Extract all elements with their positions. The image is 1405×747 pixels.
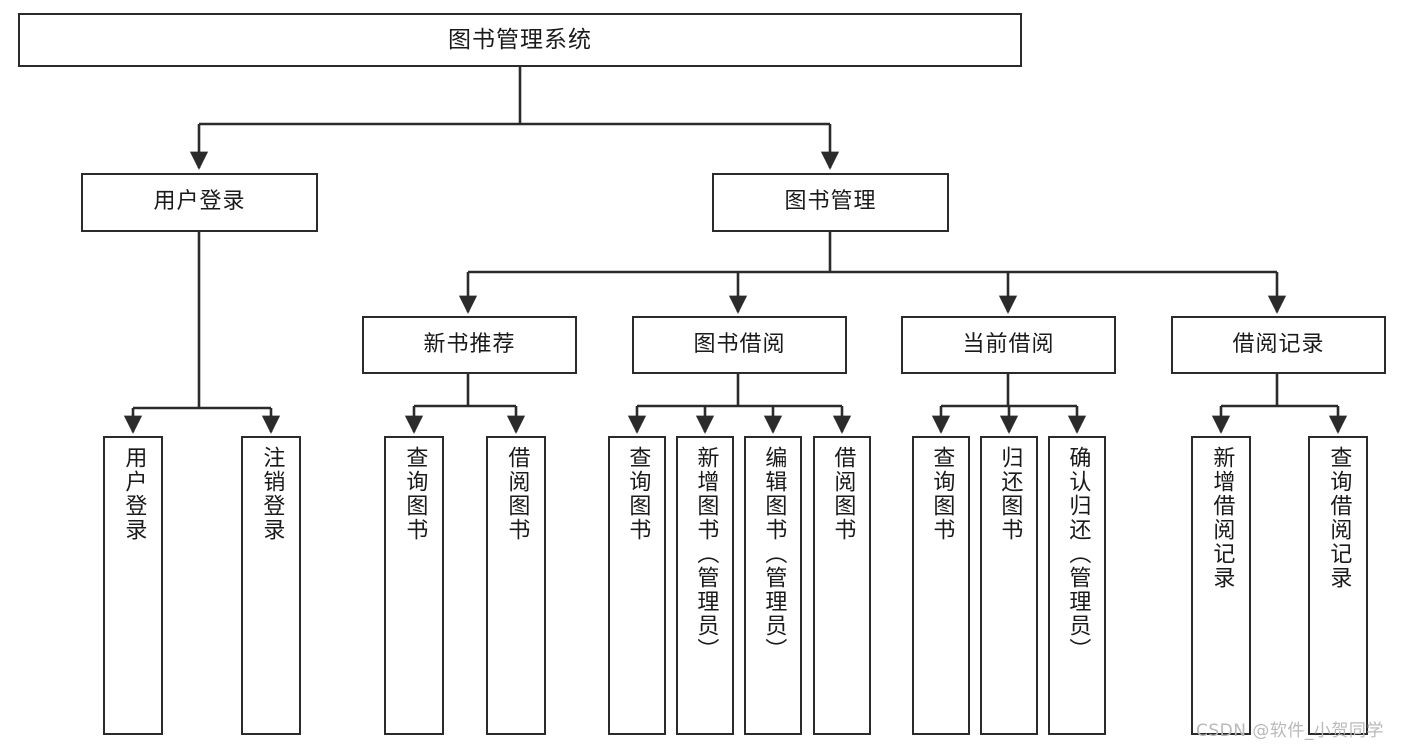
node-current-borrow[interactable]: 当前借阅 <box>901 316 1116 374</box>
node-label: 新增图书（管理员） <box>693 446 719 662</box>
node-root-system[interactable]: 图书管理系统 <box>18 13 1022 67</box>
leaf-borrow-query-book[interactable]: 查询图书 <box>608 436 666 735</box>
node-book-management[interactable]: 图书管理 <box>712 173 949 232</box>
node-label: 查询图书 <box>402 446 428 542</box>
leaf-current-return-book[interactable]: 归还图书 <box>980 436 1038 735</box>
node-label: 查询图书 <box>929 446 955 542</box>
node-label: 图书管理 <box>784 189 877 215</box>
node-new-book-recommend[interactable]: 新书推荐 <box>362 316 577 374</box>
leaf-borrow-borrow-book[interactable]: 借阅图书 <box>813 436 871 735</box>
csdn-watermark: CSDN @软件_小贺同学 <box>1196 721 1384 741</box>
node-label: 确认归还（管理员） <box>1065 446 1091 662</box>
leaf-record-query-borrow-record[interactable]: 查询借阅记录 <box>1308 436 1368 735</box>
node-label: 注销登录 <box>259 446 285 542</box>
node-label: 用户登录 <box>153 189 246 215</box>
leaf-user-login-signin[interactable]: 用户登录 <box>103 436 163 735</box>
leaf-user-login-signout[interactable]: 注销登录 <box>241 436 301 735</box>
node-borrow-record[interactable]: 借阅记录 <box>1171 316 1386 374</box>
node-label: 借阅记录 <box>1232 331 1325 357</box>
node-label: 归还图书 <box>997 446 1023 542</box>
node-label: 借阅图书 <box>830 446 856 542</box>
node-label: 用户登录 <box>121 446 147 542</box>
node-label: 新书推荐 <box>423 331 516 357</box>
leaf-borrow-edit-book-admin[interactable]: 编辑图书（管理员） <box>744 436 802 735</box>
leaf-new-book-borrow[interactable]: 借阅图书 <box>486 436 546 735</box>
leaf-current-query-book[interactable]: 查询图书 <box>912 436 970 735</box>
node-label: 查询图书 <box>625 446 651 542</box>
node-label: 查询借阅记录 <box>1326 446 1352 590</box>
node-label: 借阅图书 <box>504 446 530 542</box>
leaf-new-book-query[interactable]: 查询图书 <box>384 436 444 735</box>
node-user-login[interactable]: 用户登录 <box>81 173 318 232</box>
node-label: 图书借阅 <box>693 331 786 357</box>
node-label: 新增借阅记录 <box>1209 446 1235 590</box>
leaf-record-add-borrow-record[interactable]: 新增借阅记录 <box>1191 436 1251 735</box>
node-book-borrow[interactable]: 图书借阅 <box>632 316 847 374</box>
leaf-borrow-add-book-admin[interactable]: 新增图书（管理员） <box>676 436 734 735</box>
leaf-current-confirm-return-admin[interactable]: 确认归还（管理员） <box>1048 436 1106 735</box>
node-label: 图书管理系统 <box>448 26 592 53</box>
node-label: 当前借阅 <box>962 331 1055 357</box>
node-label: 编辑图书（管理员） <box>761 446 787 662</box>
